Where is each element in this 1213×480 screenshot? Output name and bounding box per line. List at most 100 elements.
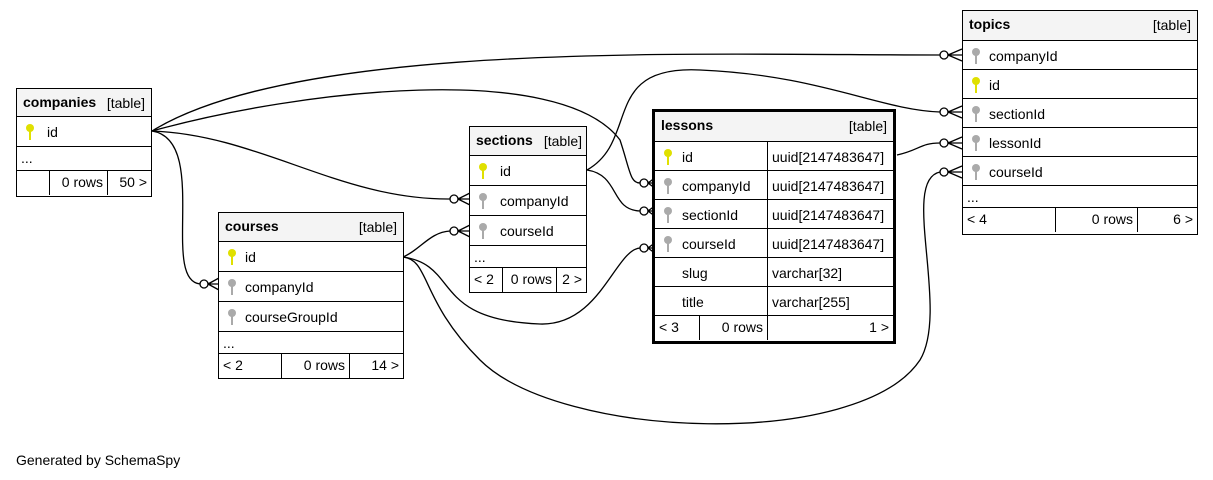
footer-children: 50 > bbox=[119, 174, 147, 190]
column-name: lessonId bbox=[989, 135, 1042, 151]
footer-rows: 0 rows bbox=[721, 319, 763, 335]
foreign-key-icon bbox=[664, 207, 672, 223]
edge-courses-lessons bbox=[402, 247, 641, 325]
primary-key-icon bbox=[664, 149, 672, 165]
column-name: id bbox=[47, 124, 58, 140]
footer-parents: < 2 bbox=[474, 271, 494, 287]
footer-rows: 0 rows bbox=[1091, 211, 1133, 227]
column-type: varchar[32] bbox=[767, 258, 893, 286]
table-footer: < 3 0 rows 1 > bbox=[655, 316, 893, 340]
table-name: sections bbox=[476, 132, 533, 148]
footer-parents: < 4 bbox=[967, 211, 987, 227]
footer-parents: < 3 bbox=[659, 319, 679, 335]
table-topics[interactable]: topics [table] companyId id sectionId le… bbox=[962, 10, 1198, 235]
foreign-key-icon bbox=[228, 279, 236, 295]
table-courses[interactable]: courses [table] id companyId courseGroup… bbox=[218, 212, 404, 379]
column-row[interactable]: sectionId uuid[2147483647] bbox=[655, 200, 893, 229]
foreign-key-icon bbox=[972, 164, 980, 180]
column-row[interactable]: companyId uuid[2147483647] bbox=[655, 171, 893, 200]
column-name: companyId bbox=[682, 178, 751, 194]
table-type: [table] bbox=[543, 133, 582, 149]
column-row[interactable]: courseId bbox=[963, 157, 1197, 186]
table-type: [table] bbox=[358, 219, 397, 235]
column-row[interactable]: id bbox=[219, 242, 403, 272]
edge-sections-topics bbox=[586, 69, 941, 171]
column-row[interactable]: companyId bbox=[963, 41, 1197, 70]
footer-children: 14 > bbox=[371, 357, 399, 373]
edge-courses-sections bbox=[402, 230, 451, 258]
column-row[interactable]: courseGroupId bbox=[219, 302, 403, 332]
edge-lessons-topics bbox=[896, 142, 941, 156]
table-name: topics bbox=[969, 16, 1011, 32]
table-sections[interactable]: sections [table] id companyId courseId .… bbox=[469, 126, 587, 293]
table-header: lessons [table] bbox=[655, 112, 893, 142]
foreign-key-icon bbox=[228, 309, 236, 325]
footer-children: 2 > bbox=[562, 271, 582, 287]
table-header: companies [table] bbox=[17, 89, 151, 117]
column-row[interactable]: companyId bbox=[219, 272, 403, 302]
more-columns: ... bbox=[17, 147, 151, 171]
more-columns: ... bbox=[219, 332, 403, 354]
primary-key-icon bbox=[972, 77, 980, 93]
column-type: uuid[2147483647] bbox=[767, 142, 893, 170]
column-name: courseGroupId bbox=[245, 309, 338, 325]
footer-rows: 0 rows bbox=[510, 271, 552, 287]
foreign-key-icon bbox=[479, 223, 487, 239]
column-row[interactable]: id bbox=[963, 70, 1197, 99]
more-columns: ... bbox=[470, 246, 586, 268]
generated-by-label: Generated by SchemaSpy bbox=[16, 452, 181, 468]
column-name: companyId bbox=[989, 48, 1058, 64]
table-header: topics [table] bbox=[963, 11, 1197, 41]
table-type: [table] bbox=[1152, 17, 1191, 33]
table-footer: 0 rows 50 > bbox=[17, 171, 151, 195]
primary-key-icon bbox=[479, 163, 487, 179]
foreign-key-icon bbox=[664, 236, 672, 252]
table-type: [table] bbox=[106, 95, 145, 111]
foreign-key-icon bbox=[972, 106, 980, 122]
column-row[interactable]: id uuid[2147483647] bbox=[655, 142, 893, 171]
edge-companies-sections bbox=[151, 130, 451, 200]
column-row[interactable]: lessonId bbox=[963, 128, 1197, 157]
column-row[interactable]: courseId uuid[2147483647] bbox=[655, 229, 893, 258]
column-row[interactable]: sectionId bbox=[963, 99, 1197, 128]
table-footer: < 4 0 rows 6 > bbox=[963, 208, 1197, 232]
column-row[interactable]: slug varchar[32] bbox=[655, 258, 893, 287]
column-name: id bbox=[500, 163, 511, 179]
column-name: id bbox=[682, 149, 693, 165]
column-name: id bbox=[989, 77, 1000, 93]
table-header: courses [table] bbox=[219, 213, 403, 242]
more-columns: ... bbox=[963, 186, 1197, 208]
table-companies[interactable]: companies [table] id ... 0 rows 50 > bbox=[16, 88, 152, 197]
column-name: companyId bbox=[245, 279, 314, 295]
column-name: courseId bbox=[989, 164, 1043, 180]
column-row[interactable]: id bbox=[17, 117, 151, 147]
column-row[interactable]: id bbox=[470, 156, 586, 186]
footer-rows: 0 rows bbox=[61, 174, 103, 190]
column-row[interactable]: companyId bbox=[470, 186, 586, 216]
column-name: companyId bbox=[500, 193, 569, 209]
table-name: courses bbox=[225, 218, 279, 234]
table-type: [table] bbox=[848, 118, 887, 134]
foreign-key-icon bbox=[479, 193, 487, 209]
column-name: title bbox=[682, 294, 704, 310]
footer-rows: 0 rows bbox=[303, 357, 345, 373]
edge-companies-courses bbox=[151, 130, 201, 285]
column-name: slug bbox=[682, 265, 708, 281]
column-name: sectionId bbox=[682, 207, 739, 223]
column-name: courseId bbox=[682, 236, 736, 252]
column-row[interactable]: courseId bbox=[470, 216, 586, 246]
column-name: sectionId bbox=[989, 106, 1046, 122]
edge-courses-topics bbox=[402, 171, 941, 425]
column-type: uuid[2147483647] bbox=[767, 200, 893, 228]
column-type: uuid[2147483647] bbox=[767, 229, 893, 257]
column-row[interactable]: title varchar[255] bbox=[655, 287, 893, 316]
primary-key-icon bbox=[228, 249, 236, 265]
column-type: uuid[2147483647] bbox=[767, 171, 893, 199]
table-name: companies bbox=[23, 94, 97, 110]
table-lessons[interactable]: lessons [table] id uuid[2147483647] comp… bbox=[652, 109, 896, 344]
column-name: courseId bbox=[500, 223, 554, 239]
footer-parents: < 2 bbox=[223, 357, 243, 373]
table-name: lessons bbox=[661, 117, 714, 133]
foreign-key-icon bbox=[664, 178, 672, 194]
